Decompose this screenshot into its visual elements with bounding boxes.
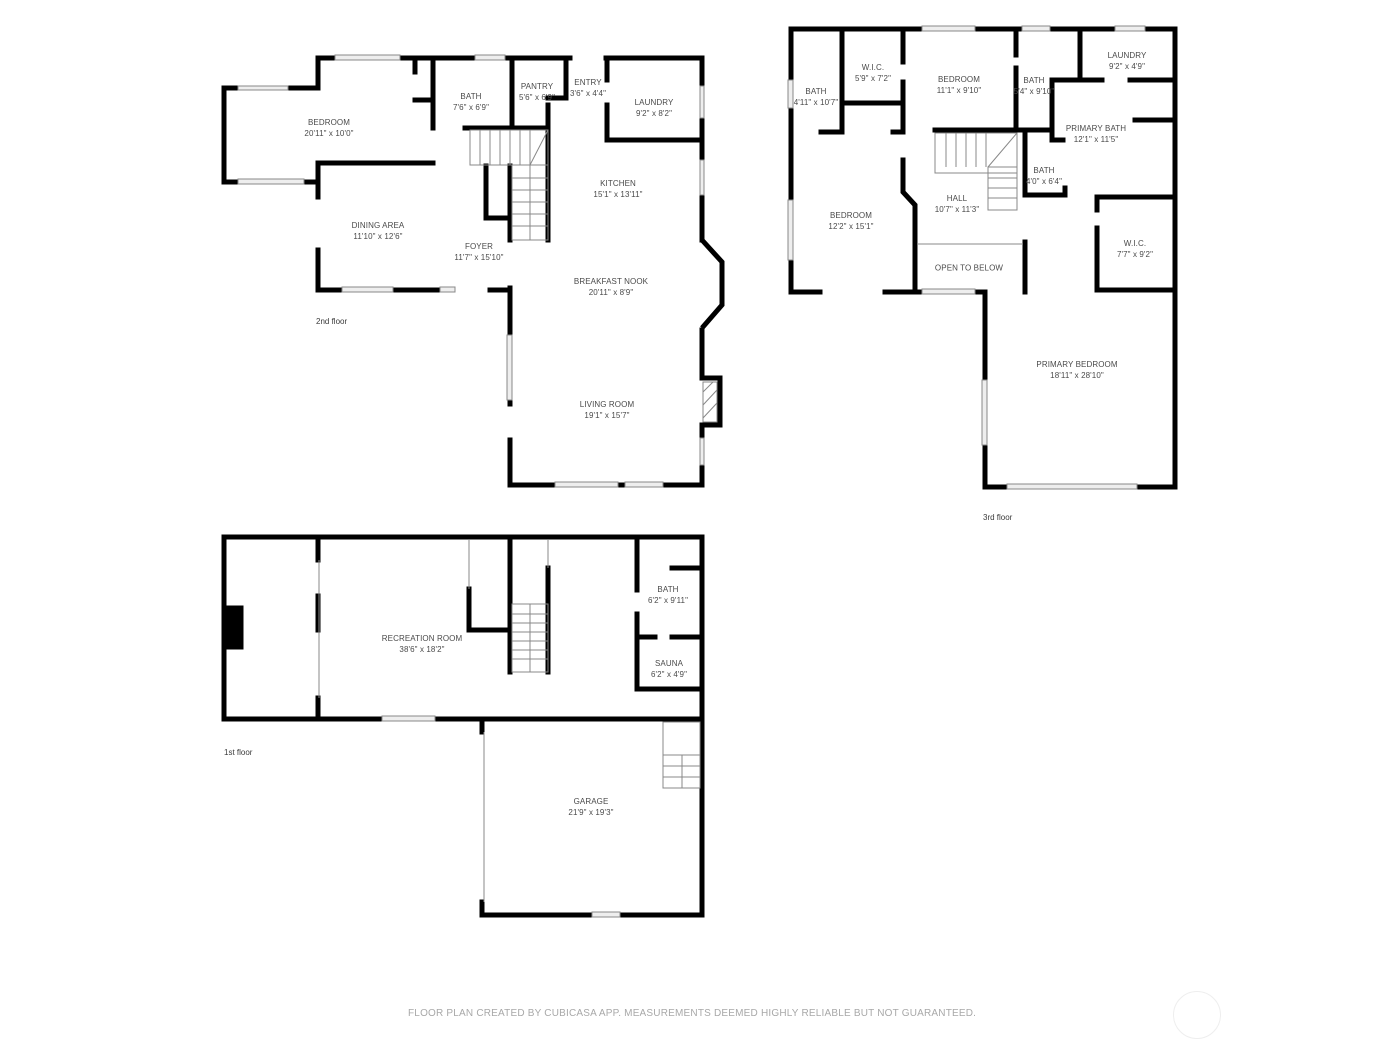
room-living-room: Living Room19'1" x 15'7" (579, 400, 635, 420)
room-laundry-3f: Laundry9'2" x 4'9" (1107, 51, 1147, 71)
room-hall: Hall10'7" x 11'3" (934, 194, 980, 214)
third-floor-details (787, 25, 1146, 490)
room-entry: Entry3'6" x 4'4" (569, 78, 607, 98)
first-floor-walls (221, 534, 705, 918)
room-dining-area: Dining Area11'10" x 12'6" (351, 221, 405, 241)
room-bedroom-3f-a: Bedroom11'1" x 9'10" (936, 75, 982, 95)
floor-label-3rd: 3rd floor (983, 513, 1013, 522)
room-pantry: Pantry5'6" x 6'9" (518, 82, 556, 102)
room-bedroom-3f-b: Bedroom12'2" x 15'1" (828, 211, 874, 231)
floor-label-2nd: 2nd floor (316, 317, 348, 326)
footer-disclaimer: FLOOR PLAN CREATED BY CUBICASA APP. MEAS… (408, 1008, 977, 1019)
room-wic-3f-a: W.I.C.5'9" x 7'2" (854, 63, 892, 83)
room-laundry-2f: Laundry9'2" x 8'2" (634, 98, 674, 118)
room-bath-2f: Bath7'6" x 6'9" (452, 92, 490, 112)
room-bedroom-2f: Bedroom20'11" x 10'0" (304, 118, 354, 138)
room-open-to-below: Open to Below (934, 263, 1004, 273)
room-wic-3f-b: W.I.C.7'7" x 9'2" (1116, 239, 1154, 259)
room-garage: Garage21'9" x 19'3" (568, 797, 614, 817)
room-bath-3f-c: Bath4'0" x 6'4" (1025, 166, 1063, 186)
room-foyer: Foyer11'7" x 15'10" (454, 242, 504, 262)
room-primary-bath: Primary Bath12'1" x 11'5" (1065, 124, 1127, 144)
room-recreation-room: Recreation Room38'6" x 18'2" (381, 634, 463, 654)
room-kitchen: Kitchen15'1" x 13'11" (593, 179, 643, 199)
second-floor-details (237, 54, 725, 488)
first-floor-details (225, 540, 701, 918)
second-floor-walls (221, 55, 723, 488)
room-bath-3f-b: Bath5'4" x 9'10" (1013, 76, 1055, 96)
room-primary-bedroom: Primary Bedroom18'11" x 28'10" (1036, 360, 1118, 380)
floor-label-1st: 1st floor (224, 748, 253, 757)
room-bath-1f: Bath6'2" x 9'11" (647, 585, 689, 605)
room-bath-3f-a: Bath4'11" x 10'7" (793, 87, 839, 107)
room-sauna: Sauna6'2" x 4'9" (650, 659, 688, 679)
logo-watermark-icon (1173, 991, 1221, 1039)
room-breakfast-nook: Breakfast Nook20'11" x 8'9" (573, 277, 649, 297)
